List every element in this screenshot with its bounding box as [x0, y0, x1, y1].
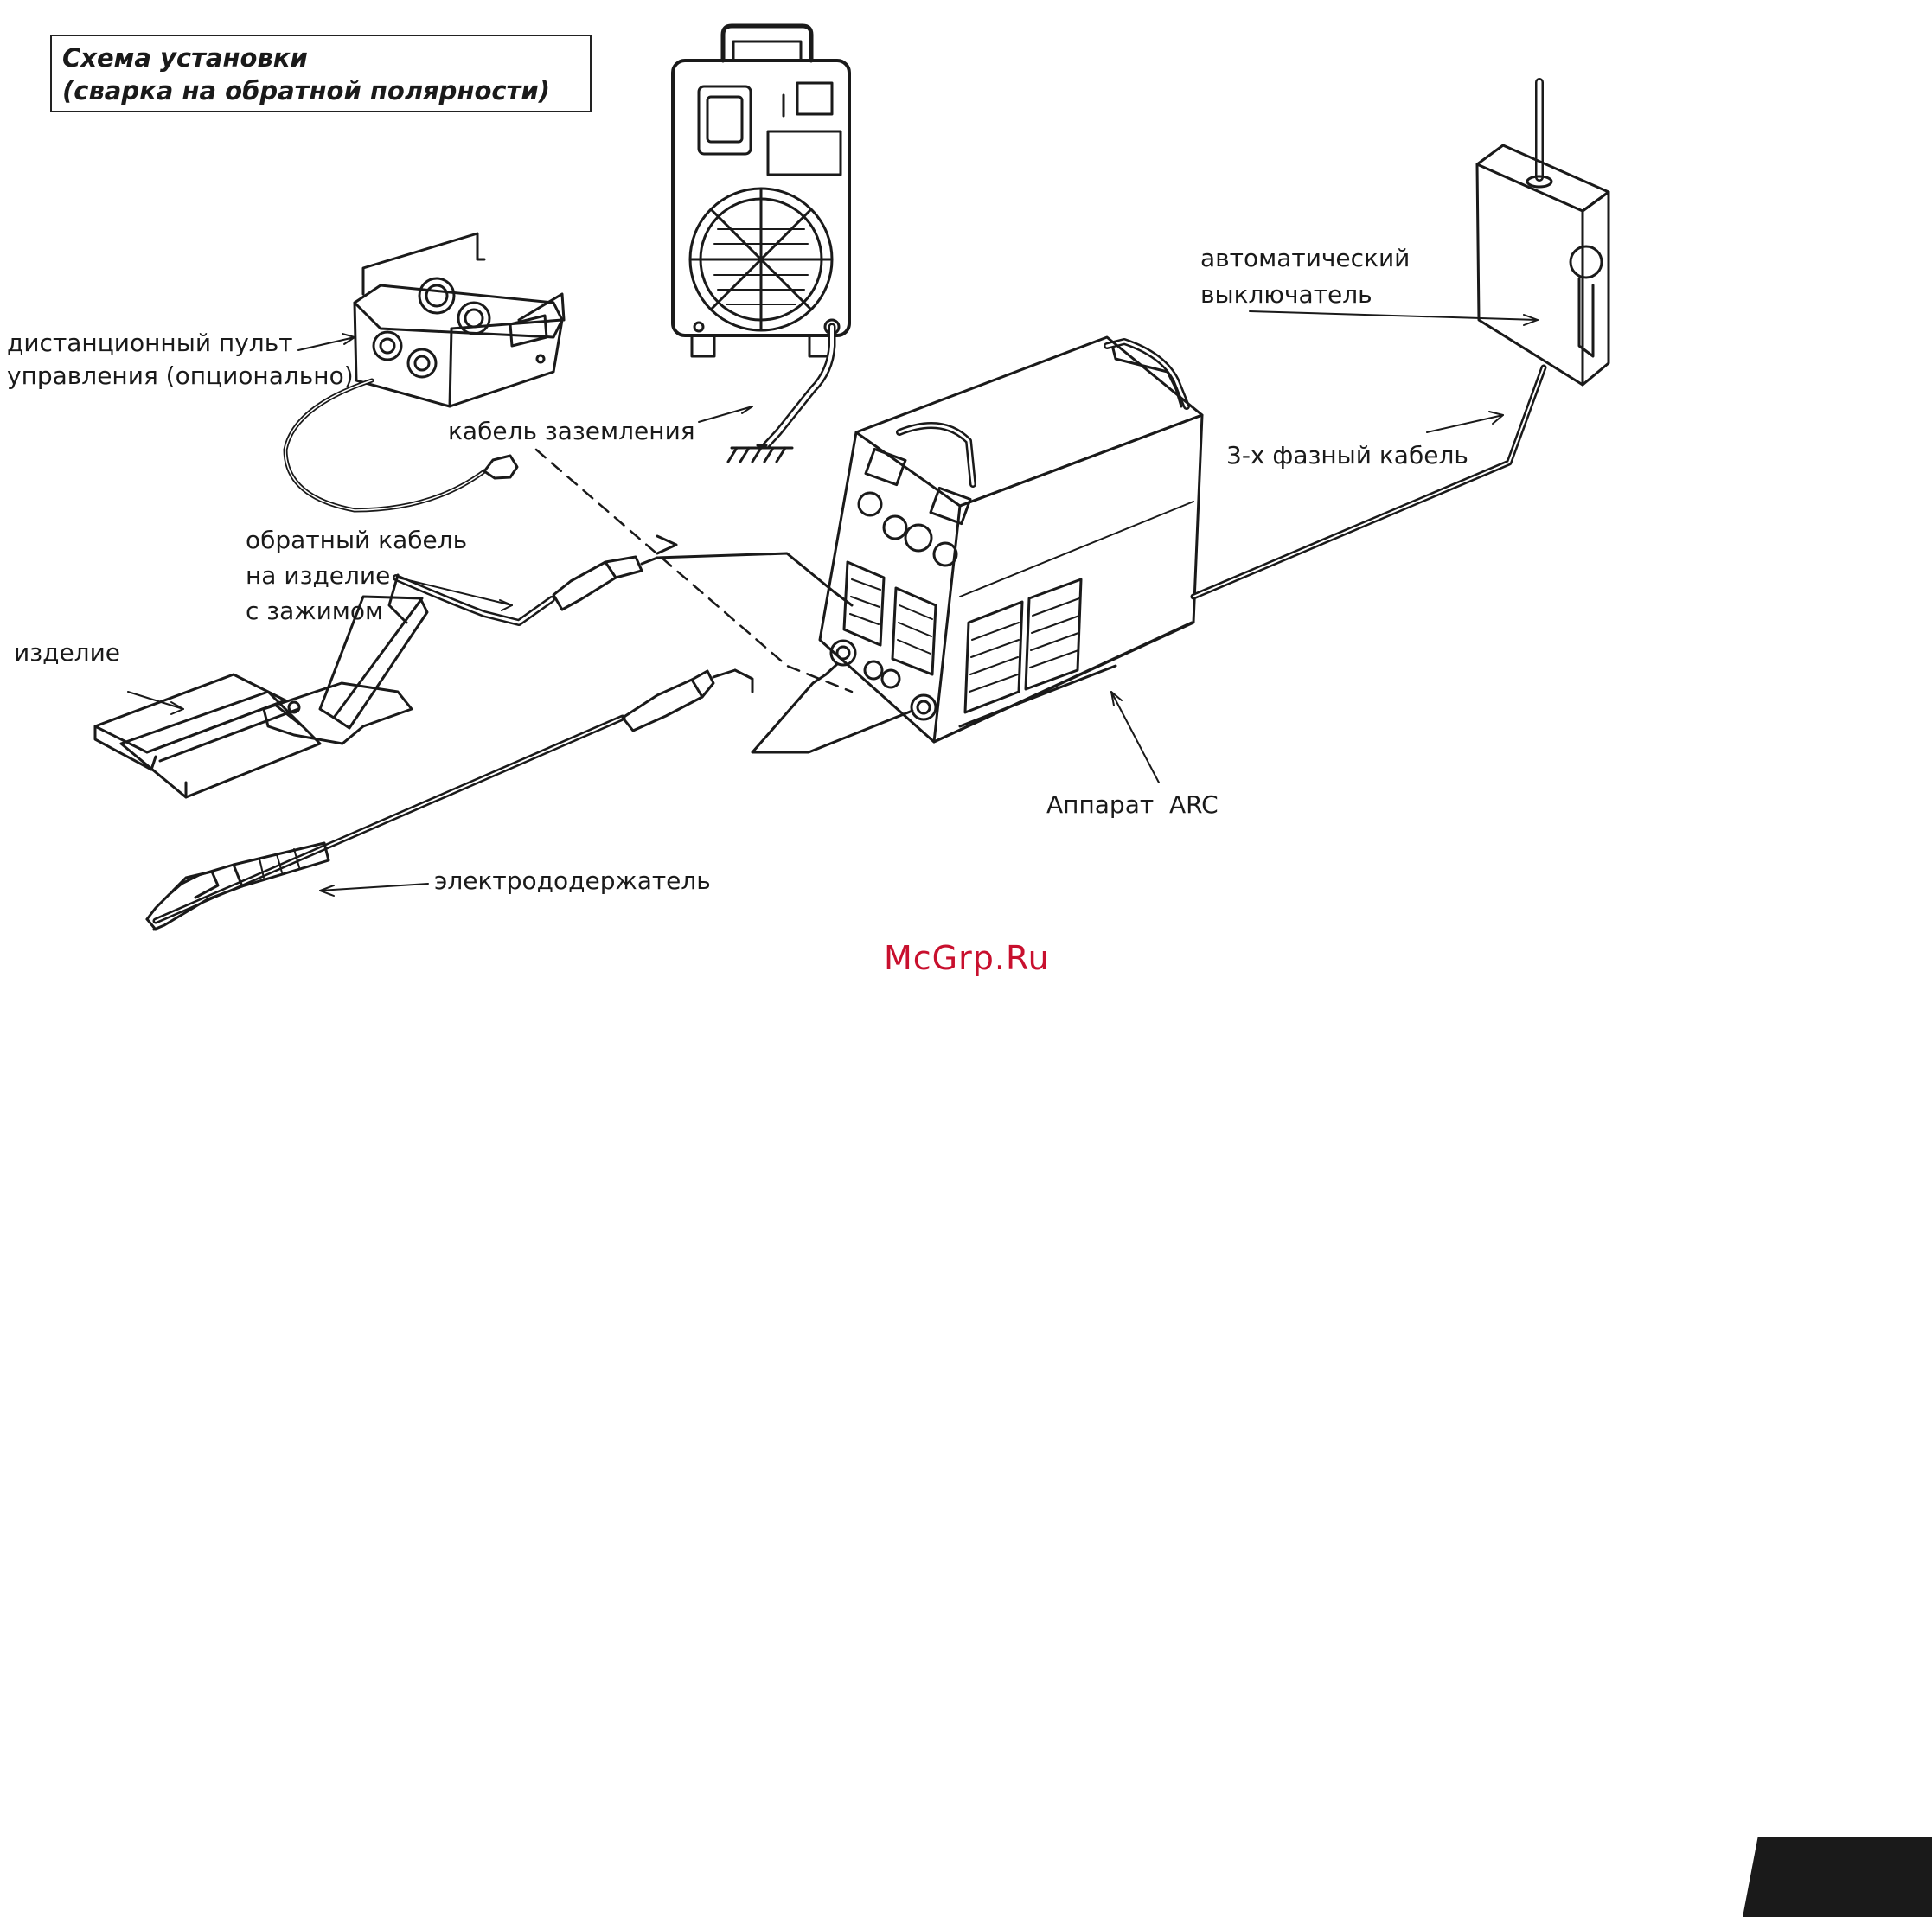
label-breaker-line2: выключатель	[1200, 277, 1410, 313]
watermark: McGrp.Ru	[884, 939, 1050, 977]
label-arc-machine: Аппарат ARC	[1046, 789, 1219, 821]
remote-control	[355, 233, 564, 406]
label-three-phase-cable: 3-х фазный кабель	[1226, 439, 1468, 472]
label-remote-line1: дистанционный пульт	[7, 327, 354, 360]
label-return-line2: на изделие	[246, 558, 467, 593]
label-return-line3: с зажимом	[246, 593, 467, 629]
label-return-line1: обратный кабель	[246, 522, 467, 558]
page-corner-tab	[1743, 1837, 1932, 1917]
label-remote-control: дистанционный пульт управления (опционал…	[7, 327, 354, 393]
arc-machine	[820, 337, 1202, 742]
label-remote-line2: управления (опционально)	[7, 360, 354, 393]
label-breaker-line1: автоматический	[1200, 240, 1410, 277]
label-return-cable: обратный кабель на изделие с зажимом	[246, 522, 467, 629]
machine-rear-view	[673, 26, 849, 356]
label-circuit-breaker: автоматический выключатель	[1200, 240, 1410, 313]
label-workpiece: изделие	[14, 636, 120, 669]
label-ground-cable: кабель заземления	[448, 415, 695, 448]
circuit-breaker	[1477, 82, 1609, 385]
label-electrode-holder: электрододержатель	[434, 865, 711, 898]
